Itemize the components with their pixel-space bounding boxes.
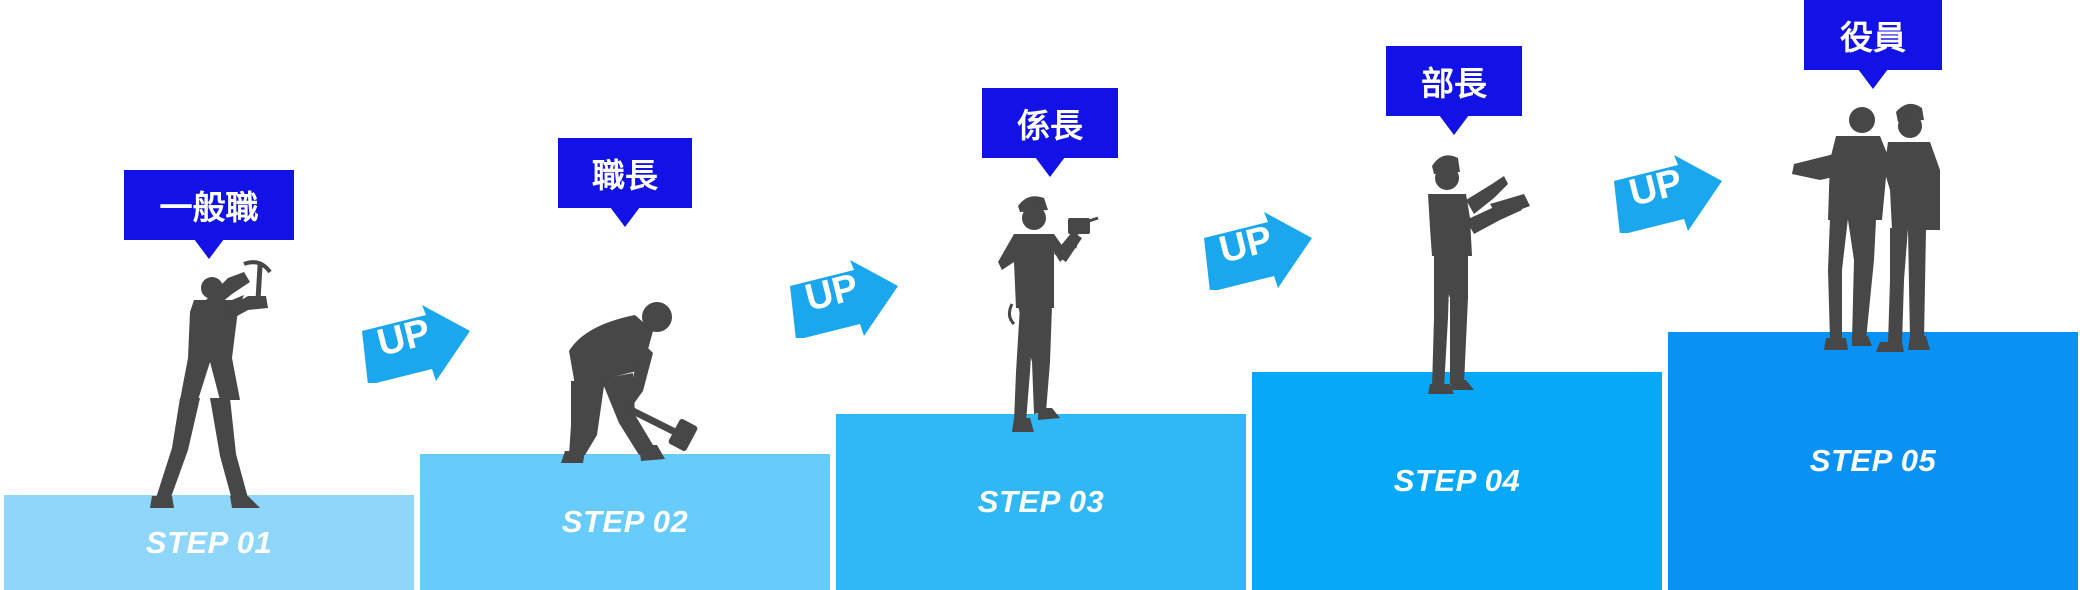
up-arrow-2: UP <box>788 260 900 338</box>
step-block-5: STEP 05 <box>1668 332 2078 590</box>
step-label: STEP 02 <box>561 504 689 539</box>
role-label: 一般職 <box>159 188 259 227</box>
step-block-4: STEP 04 <box>1252 372 1662 590</box>
up-arrow-icon <box>790 260 898 338</box>
role-box-2: 職長 <box>558 138 692 227</box>
up-arrow-1: UP <box>360 305 472 383</box>
role-label: 役員 <box>1840 18 1906 57</box>
worker-with-drill-icon <box>998 196 1099 432</box>
role-label: 係長 <box>1017 106 1083 145</box>
step-block-1: STEP 01 <box>4 495 414 590</box>
role-box-5: 役員 <box>1804 0 1942 89</box>
manager-pointing-icon <box>1428 155 1530 394</box>
step-block-3: STEP 03 <box>836 414 1246 590</box>
role-box-3: 係長 <box>982 88 1118 177</box>
role-label: 職長 <box>592 156 658 195</box>
step-label: STEP 03 <box>977 484 1105 519</box>
role-box-1: 一般職 <box>124 170 294 259</box>
step-label: STEP 04 <box>1393 463 1521 498</box>
up-arrow-3: UP <box>1202 212 1314 290</box>
worker-with-pickaxe-icon <box>150 260 272 508</box>
up-arrow-4: UP <box>1612 155 1724 233</box>
executives-discussing-icon <box>1792 103 1940 352</box>
step-block-2: STEP 02 <box>420 454 830 590</box>
up-arrow-icon <box>1614 155 1722 233</box>
role-label: 部長 <box>1421 64 1487 103</box>
role-box-4: 部長 <box>1386 46 1522 135</box>
step-label: STEP 05 <box>1809 443 1937 478</box>
step-label: STEP 01 <box>145 524 273 560</box>
up-arrow-icon <box>1204 212 1312 290</box>
worker-with-sledgehammer-icon <box>561 302 698 463</box>
up-arrow-icon <box>362 305 470 383</box>
